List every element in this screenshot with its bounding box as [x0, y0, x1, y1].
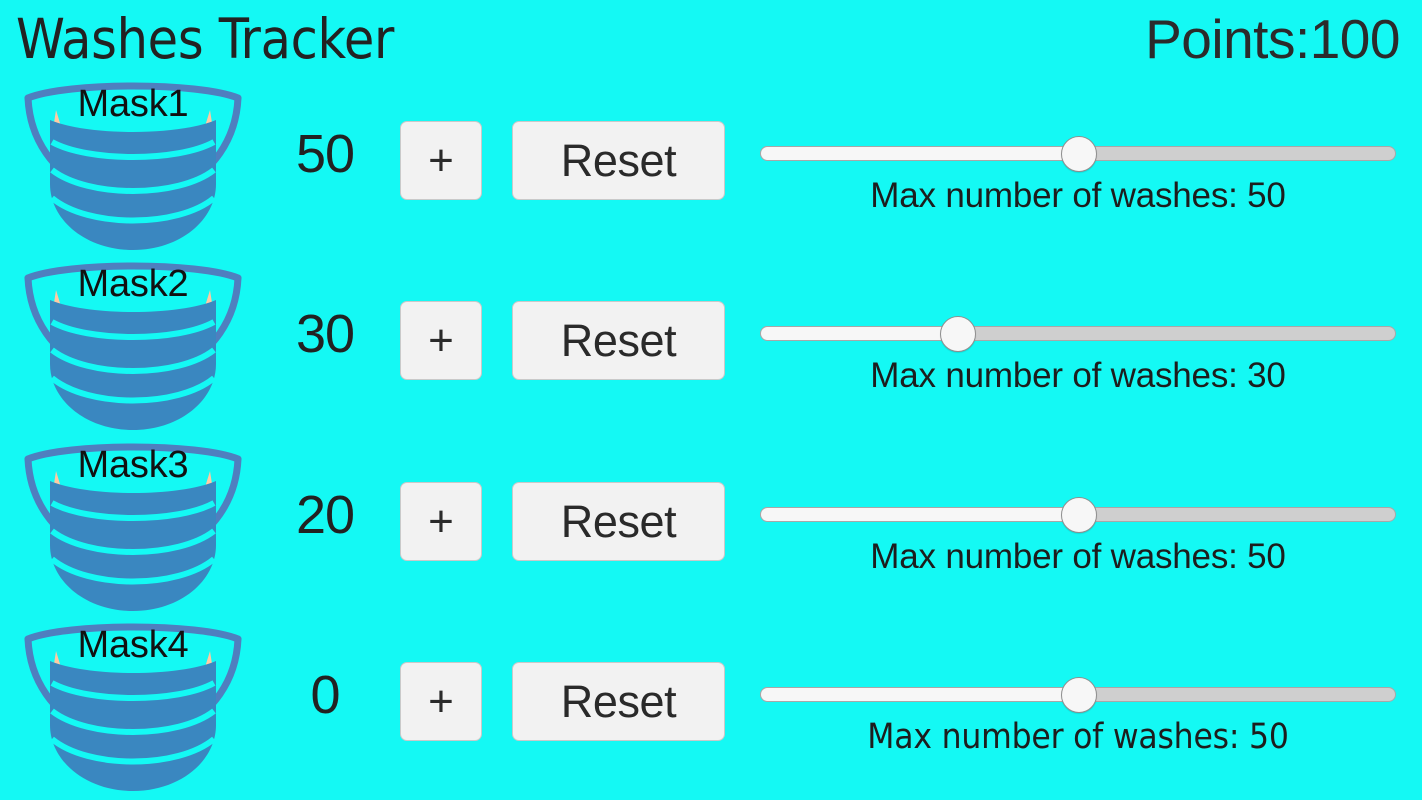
mask-row: Mask2 30 + Reset Max number of washes: 3… [0, 258, 1422, 438]
slider-fill [760, 507, 1078, 522]
app-header: Washes Tracker Points:100 [0, 0, 1422, 78]
mask-row: Mask4 0 + Reset Max number of washes: 50 [0, 619, 1422, 799]
face-mask-icon [24, 262, 242, 430]
points-display: Points:100 [1145, 8, 1400, 70]
face-mask-icon [24, 82, 242, 250]
slider-thumb[interactable] [940, 316, 977, 352]
wash-count-value: 30 [295, 304, 355, 364]
face-mask-icon [24, 443, 242, 611]
max-washes-caption: Max number of washes: 50 [867, 717, 1289, 757]
wash-count-value: 50 [295, 124, 355, 184]
slider-fill [760, 326, 958, 341]
max-washes-slider-cell: Max number of washes: 50 [760, 78, 1402, 256]
increment-button[interactable]: + [400, 301, 482, 380]
max-washes-slider-cell: Max number of washes: 50 [760, 619, 1402, 797]
mask-icon-cell[interactable]: Mask2 [8, 258, 258, 436]
increment-button[interactable]: + [400, 482, 482, 561]
face-mask-icon [24, 623, 242, 791]
increment-button[interactable]: + [400, 662, 482, 741]
slider-fill [760, 687, 1078, 702]
slider-thumb[interactable] [1061, 136, 1097, 172]
reset-button[interactable]: Reset [512, 662, 725, 741]
page-title: Washes Tracker [16, 7, 395, 71]
max-washes-slider[interactable] [760, 136, 1396, 172]
reset-button[interactable]: Reset [512, 121, 725, 200]
max-washes-slider[interactable] [760, 316, 1396, 352]
mask-icon-cell[interactable]: Mask4 [8, 619, 258, 797]
mask-row: Mask1 50 + Reset Max number of washes: 5… [0, 78, 1422, 258]
max-washes-caption: Max number of washes: 50 [870, 176, 1286, 215]
wash-count-value: 0 [310, 665, 340, 725]
max-washes-slider-cell: Max number of washes: 50 [760, 439, 1402, 617]
max-washes-caption: Max number of washes: 50 [870, 537, 1286, 576]
reset-button[interactable]: Reset [512, 301, 725, 380]
slider-thumb[interactable] [1061, 497, 1097, 533]
mask-icon-cell[interactable]: Mask3 [8, 439, 258, 617]
max-washes-slider-cell: Max number of washes: 30 [760, 258, 1402, 436]
max-washes-slider[interactable] [760, 497, 1396, 533]
wash-count-value: 20 [295, 485, 355, 545]
reset-button[interactable]: Reset [512, 482, 725, 561]
mask-rows-list: Mask1 50 + Reset Max number of washes: 5… [0, 78, 1422, 800]
mask-icon-cell[interactable]: Mask1 [8, 78, 258, 256]
slider-fill [760, 146, 1078, 161]
mask-row: Mask3 20 + Reset Max number of washes: 5… [0, 439, 1422, 619]
increment-button[interactable]: + [400, 121, 482, 200]
slider-thumb[interactable] [1061, 677, 1097, 713]
max-washes-caption: Max number of washes: 30 [870, 356, 1286, 395]
max-washes-slider[interactable] [760, 677, 1396, 713]
